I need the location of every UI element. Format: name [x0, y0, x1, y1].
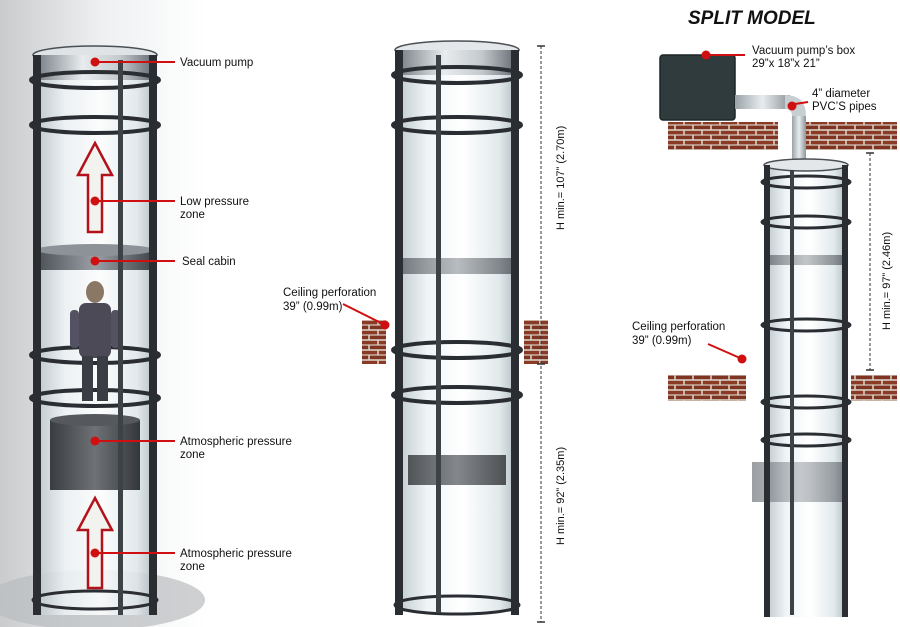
seal-disc: [770, 255, 842, 265]
frame-post-left: [395, 50, 403, 615]
passenger-figure: [70, 281, 120, 401]
ceiling-brick-right: [524, 320, 548, 364]
frame-ring: [391, 385, 523, 405]
leader-dot: [90, 436, 100, 446]
middle-elevator: [362, 40, 548, 616]
pvc-pipe-horizontal: [735, 95, 790, 109]
leader-dot: [90, 57, 100, 67]
leader-dot: [380, 320, 390, 330]
ceiling-brick-left: [668, 375, 746, 401]
leader-dot: [90, 256, 100, 266]
roof-brick-left: [668, 122, 778, 150]
frame-ring: [760, 317, 852, 333]
left-elevator: [0, 0, 205, 627]
leader-dot: [90, 548, 100, 558]
frame-ring: [760, 394, 852, 410]
cabin-top: [50, 414, 140, 426]
glass-tube: [397, 50, 517, 612]
middle-dimensions: H min.= 107” (2.70m) H min.= 92” (2.35m): [537, 45, 567, 623]
frame-ring: [391, 65, 523, 85]
frame-post-left: [764, 165, 770, 617]
frame-post-right: [842, 165, 848, 617]
leader-dot: [787, 101, 797, 111]
frame-post-mid: [118, 60, 123, 615]
split-model-title: SPLIT MODEL: [688, 8, 816, 29]
frame-post-mid: [436, 55, 441, 613]
frame-post-left: [33, 55, 41, 615]
vacuum-pump-box: [659, 54, 736, 121]
frame-ring: [760, 214, 852, 230]
middle-lower-dimension: H min.= 92” (2.35m): [555, 447, 567, 545]
up-arrow-low-pressure: [75, 140, 115, 234]
pump-head: [395, 50, 519, 75]
label-seal-cabin: Seal cabin: [182, 256, 236, 268]
leader-dot: [90, 196, 100, 206]
seal-cabin-top: [36, 244, 154, 256]
up-arrow-atmospheric: [75, 495, 115, 590]
frame-ring: [29, 115, 161, 135]
right-dimension-label: H min.= 97” (2.46m): [881, 232, 893, 330]
frame-post-right: [511, 50, 519, 615]
pvc-pipe-vertical: [792, 116, 806, 168]
frame-ring: [29, 70, 161, 90]
frame-post-right: [149, 55, 157, 615]
leader-dot: [701, 50, 711, 60]
leader-line: [707, 343, 741, 359]
leader-line: [342, 303, 384, 325]
frame-ring: [29, 388, 161, 408]
frame-ring: [760, 432, 852, 448]
leader-dot: [737, 354, 747, 364]
middle-upper-dimension: H min.= 107” (2.70m): [555, 126, 567, 230]
leader-line: [794, 101, 809, 105]
frame-ring: [760, 174, 852, 190]
cabin-body: [408, 455, 506, 485]
roof-brick-right: [805, 122, 897, 150]
frame-post-mid: [790, 170, 794, 615]
tube-top: [763, 158, 849, 172]
frame-ring: [391, 340, 523, 360]
cabin-body: [50, 420, 140, 490]
frame-ring: [391, 115, 523, 135]
right-dimensions: H min.= 97” (2.46m): [866, 152, 893, 371]
glass-tube: [766, 165, 846, 617]
seal-disc: [398, 258, 516, 274]
ceiling-brick-right: [851, 375, 897, 401]
right-elevator: [659, 54, 897, 617]
label-vacuum-pump: Vacuum pump: [180, 57, 253, 69]
